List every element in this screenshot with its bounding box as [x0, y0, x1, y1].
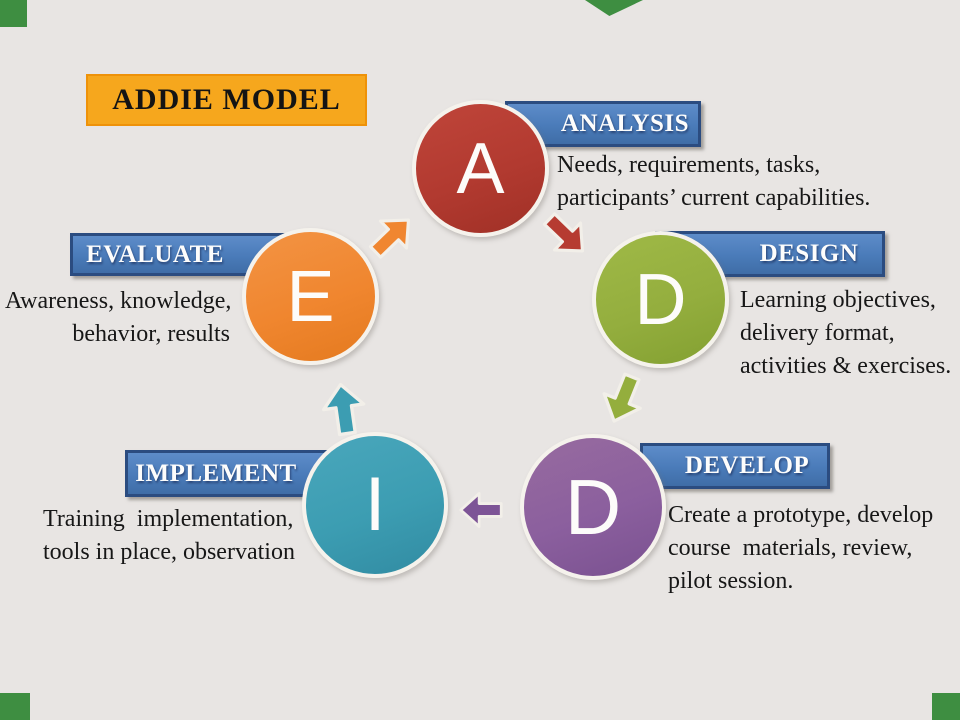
- analysis-desc-line-1: Needs, requirements, tasks,: [557, 152, 821, 178]
- implement-desc-line-2: tools in place, observation: [43, 539, 295, 565]
- design-desc-line-1: Learning objectives,: [740, 287, 936, 313]
- evaluate-description: Awareness, knowledge, behavior, results: [5, 285, 232, 351]
- arrow-design-to-develop-icon: [602, 372, 642, 423]
- develop-banner: DEVELOP: [640, 443, 830, 489]
- evaluate-letter: E: [286, 256, 335, 337]
- implement-letter: I: [364, 462, 386, 547]
- evaluate-desc-line-1: Awareness, knowledge,: [5, 288, 232, 314]
- evaluate-banner-label: EVALUATE: [86, 240, 224, 268]
- design-letter: D: [634, 259, 687, 340]
- develop-desc-line-1: Create a prototype, develop: [668, 502, 934, 528]
- evaluate-circle: E: [242, 228, 379, 365]
- arrow-implement-to-evaluate-icon: [322, 382, 366, 437]
- evaluate-desc-line-2: behavior, results: [72, 321, 230, 347]
- develop-circle: D: [520, 434, 666, 580]
- analysis-banner-label: ANALYSIS: [560, 110, 690, 137]
- analysis-circle: A: [412, 100, 549, 237]
- analysis-desc-line-2: participants’ current capabilities.: [557, 185, 871, 211]
- title-box: ADDIE MODEL: [86, 74, 367, 126]
- implement-description: Training implementation, tools in place,…: [43, 503, 295, 569]
- design-banner-label: DESIGN: [759, 240, 859, 267]
- implement-desc-line-1: Training implementation,: [43, 506, 294, 532]
- design-description: Learning objectives, delivery format, ac…: [740, 284, 951, 383]
- design-desc-line-2: delivery format,: [740, 320, 895, 346]
- design-desc-line-3: activities & exercises.: [740, 353, 952, 379]
- design-circle: D: [592, 231, 729, 368]
- arrow-develop-to-implement-icon: [459, 492, 503, 528]
- arrow-analysis-to-design-icon: [542, 212, 585, 253]
- implement-banner-label: IMPLEMENT: [135, 459, 297, 487]
- corner-accent-top-wedge: [585, 0, 643, 16]
- corner-accent-bottom-right: [932, 693, 960, 720]
- corner-accent-bottom-left: [0, 693, 30, 720]
- design-banner: DESIGN: [655, 231, 885, 277]
- implement-circle: I: [302, 432, 448, 578]
- arrow-evaluate-to-analysis-icon: [368, 218, 411, 259]
- analysis-letter: A: [456, 128, 505, 209]
- page-title: ADDIE MODEL: [112, 83, 341, 116]
- develop-banner-label: DEVELOP: [684, 452, 810, 479]
- develop-description: Create a prototype, develop course mater…: [668, 499, 933, 598]
- corner-accent-top-left: [0, 0, 27, 27]
- develop-desc-line-3: pilot session.: [668, 568, 794, 594]
- analysis-description: Needs, requirements, tasks, participants…: [557, 149, 870, 215]
- develop-letter: D: [564, 463, 622, 551]
- develop-desc-line-2: course materials, review,: [668, 535, 913, 561]
